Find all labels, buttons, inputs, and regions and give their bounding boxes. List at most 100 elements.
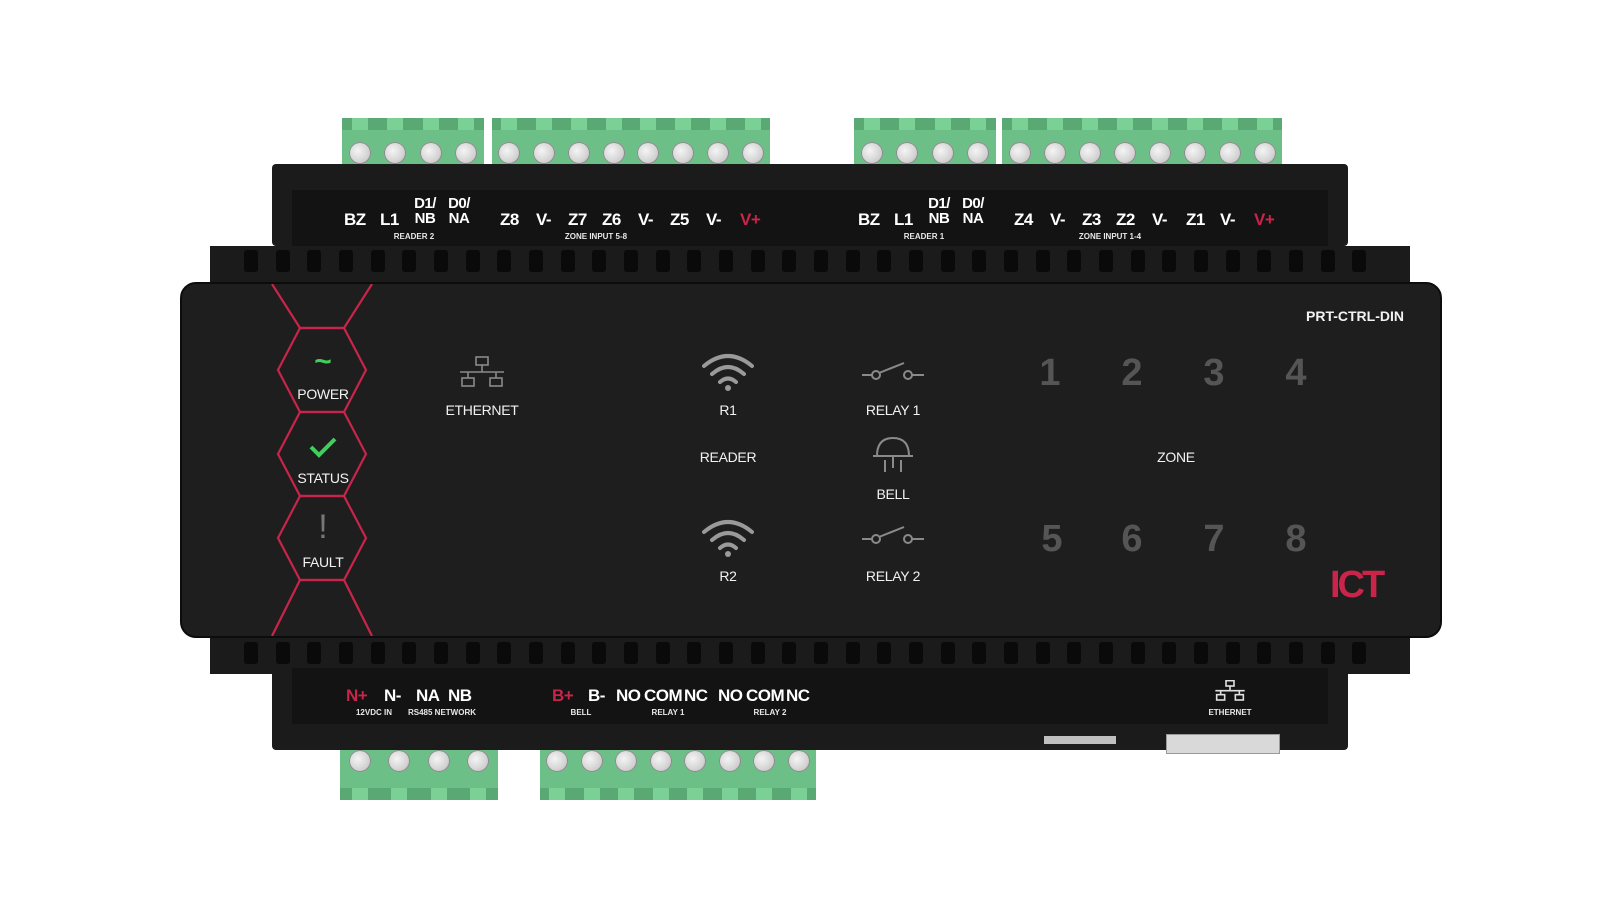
terminal-screw <box>1253 142 1276 164</box>
ethernet-indicator-label: ETHERNET <box>445 402 519 418</box>
vent-slot <box>909 250 923 272</box>
vent-slot <box>560 250 575 272</box>
terminal-ridge <box>342 118 484 130</box>
top-vent-band <box>210 246 1410 286</box>
terminal-screw <box>348 142 371 164</box>
vent-slot <box>1099 642 1113 664</box>
vent-slot <box>434 250 448 272</box>
terminal-tooth <box>536 118 553 130</box>
terminal-screw <box>419 142 442 164</box>
terminal-tooth <box>640 118 657 130</box>
zone-number: 8 <box>1285 518 1307 560</box>
terminal-tooth <box>430 788 447 800</box>
terminal-ridge <box>492 118 770 130</box>
vent-slot <box>972 642 987 664</box>
vent-slot <box>1194 250 1208 272</box>
terminal-caption: RELAY 2 <box>753 708 787 717</box>
terminal-tooth <box>570 118 587 130</box>
terminal-screw <box>931 142 954 164</box>
terminal-pin-label: Z4 <box>1014 210 1033 229</box>
terminal-tooth <box>549 788 566 800</box>
terminal-pin-label: NC <box>684 686 708 705</box>
terminal-tooth <box>970 118 987 130</box>
terminal-screw <box>1078 142 1101 164</box>
r1-label: R1 <box>719 402 737 418</box>
status-led-label: STATUS <box>297 470 349 486</box>
vent-slot <box>1035 642 1050 664</box>
terminal-tooth <box>1011 118 1028 130</box>
terminal-tooth <box>458 118 475 130</box>
terminal-tooth <box>687 788 704 800</box>
terminal-pin-label: D1/ <box>928 195 950 212</box>
vent-slot <box>909 642 923 664</box>
terminal-pin-label: L1 <box>380 210 399 229</box>
terminal-tooth <box>1116 118 1133 130</box>
vent-slot <box>275 250 290 272</box>
vent-slot <box>1194 642 1208 664</box>
terminal-tooth <box>501 118 518 130</box>
relay-switch-icon <box>862 526 924 544</box>
terminal-pin-label: NA <box>416 686 440 705</box>
vent-slot <box>687 642 702 664</box>
terminal-pin-label: NO <box>718 686 743 705</box>
bottom-label-strip-inner <box>292 668 1328 724</box>
terminal-ridge <box>540 788 816 800</box>
power-led-label: POWER <box>297 386 349 402</box>
vent-slot <box>465 250 480 272</box>
terminal-screw <box>967 142 990 164</box>
vent-slot <box>434 642 448 664</box>
vent-slot <box>307 250 322 272</box>
vent-slot <box>529 250 543 272</box>
vent-slot <box>1067 642 1082 664</box>
bell-label: BELL <box>876 486 910 502</box>
terminal-tooth <box>605 118 622 130</box>
fault-led-label: FAULT <box>302 554 344 570</box>
terminal-pin-label-d0: D0/NA <box>444 196 474 226</box>
terminal-pin-label: V- <box>1050 210 1066 229</box>
terminal-pin-label: BZ <box>858 210 880 229</box>
terminal-screw <box>455 142 478 164</box>
terminal-pin-label: V- <box>638 210 654 229</box>
terminal-tooth <box>756 788 773 800</box>
terminal-screw <box>388 750 411 772</box>
terminal-pin-label: V- <box>1152 210 1168 229</box>
terminal-tooth <box>470 788 487 800</box>
vent-slot <box>339 250 353 272</box>
terminal-pin-label: NO <box>616 686 641 705</box>
status-hex-column <box>271 284 373 636</box>
terminal-tooth <box>1046 118 1063 130</box>
vent-slot <box>339 642 353 664</box>
terminal-tooth <box>1151 118 1168 130</box>
zone-number: 6 <box>1121 518 1143 560</box>
terminal-screw <box>498 142 521 164</box>
terminal-tooth <box>899 118 916 130</box>
terminal-tooth <box>1221 118 1238 130</box>
terminal-pin-label: D0/ <box>962 195 984 212</box>
vent-slot <box>465 642 480 664</box>
terminal-pin-label: Z8 <box>500 210 519 229</box>
r2-label: R2 <box>719 568 737 584</box>
terminal-screw <box>649 750 672 772</box>
vent-slot <box>275 642 290 664</box>
exclamation-icon: ! <box>318 508 328 546</box>
vent-slot <box>719 250 733 272</box>
terminal-tooth <box>863 118 880 130</box>
terminal-tooth <box>652 788 669 800</box>
terminal-tooth <box>1256 118 1273 130</box>
vent-slot <box>1320 642 1335 664</box>
vent-slot <box>244 642 258 664</box>
relay2-label: RELAY 2 <box>865 568 921 584</box>
terminal-screw <box>467 750 490 772</box>
terminal-caption: RELAY 1 <box>651 708 685 717</box>
vent-slot <box>370 642 385 664</box>
terminal-pin-label: Z7 <box>568 210 587 229</box>
relay1-label: RELAY 1 <box>865 402 921 418</box>
terminal-tooth <box>709 118 726 130</box>
terminal-tooth <box>583 788 600 800</box>
wifi-icon <box>702 354 754 391</box>
zone-number: 3 <box>1203 352 1225 394</box>
vent-slot <box>655 250 670 272</box>
terminal-screw <box>753 750 776 772</box>
check-icon <box>309 437 337 458</box>
terminal-pin-label: V- <box>1220 210 1236 229</box>
